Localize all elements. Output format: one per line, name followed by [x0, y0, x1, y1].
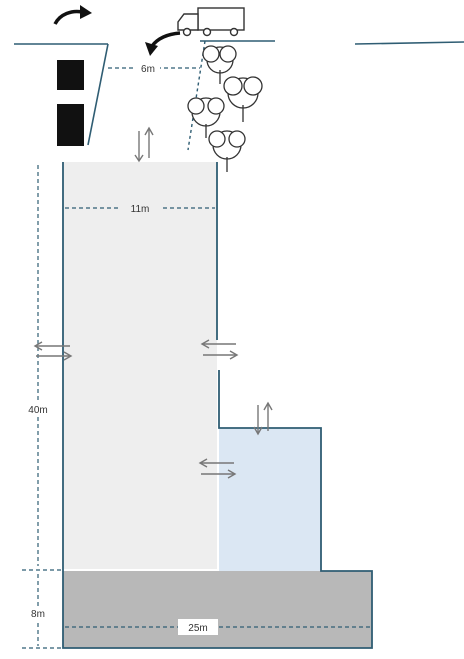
road-gap-label: 6m: [141, 64, 155, 75]
two-way-vertical-arrows-icon: [134, 126, 154, 163]
width-top-label: 11m: [131, 204, 150, 215]
base-area: [63, 571, 372, 648]
curved-arrow-icon: [145, 31, 181, 56]
main-building-area: [63, 162, 217, 569]
road-edge-right: [354, 41, 464, 45]
two-way-horizontal-arrows-icon: [198, 458, 237, 479]
height-base-label: 8m: [31, 609, 45, 620]
road-edge-diagonal-right: [187, 40, 206, 151]
two-way-horizontal-arrows-icon: [33, 341, 73, 361]
width-base-dimension: 25m: [65, 619, 370, 635]
building-block-bottom: [57, 104, 84, 146]
width-base-label: 25m: [188, 623, 207, 634]
curved-arrow-icon: [53, 5, 92, 25]
width-top-dimension: 11m: [65, 201, 215, 215]
building-block-top: [57, 60, 84, 90]
truck-icon: [177, 7, 245, 37]
height-main-label: 40m: [28, 405, 47, 416]
road-gap-dimension: 6m: [108, 61, 200, 75]
road-edge-left-diagonal: [87, 43, 109, 146]
site-outline: [62, 162, 373, 649]
two-way-horizontal-arrows-icon: [200, 339, 239, 360]
tree-icon: [223, 76, 263, 122]
annex-area: [219, 428, 321, 571]
trees: [187, 45, 263, 172]
road-edges: [14, 40, 464, 151]
tree-icon: [208, 130, 246, 172]
tree-icon: [187, 97, 225, 138]
two-way-vertical-arrows-icon: [253, 401, 273, 436]
tree-icon: [202, 45, 237, 84]
